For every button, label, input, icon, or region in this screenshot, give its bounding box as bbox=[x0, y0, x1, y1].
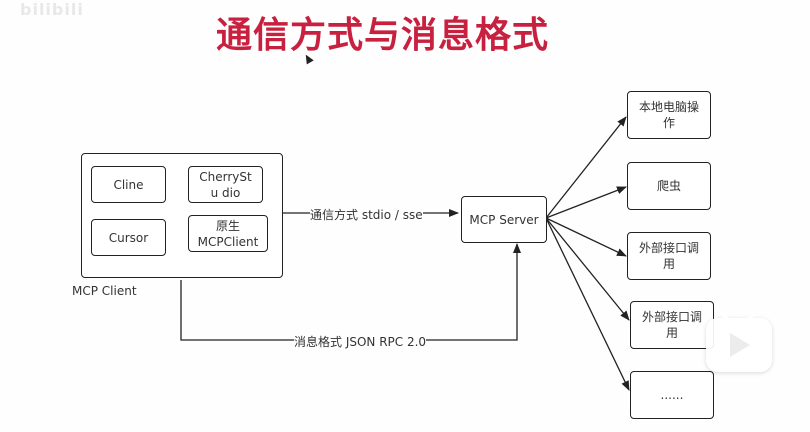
arrow-to-target-5 bbox=[545, 217, 630, 391]
client-cline-label: Cline bbox=[113, 177, 144, 192]
client-cherrystudio-label: CherryStu dio bbox=[199, 169, 252, 200]
client-cline: Cline bbox=[91, 166, 166, 203]
page-title: 通信方式与消息格式 bbox=[216, 15, 550, 56]
target-label: 本地电脑操作 bbox=[638, 100, 699, 130]
mcp-client-label: MCP Client bbox=[72, 284, 137, 298]
bilibili-play-icon[interactable] bbox=[706, 308, 772, 372]
target-label: 爬虫 bbox=[656, 179, 681, 193]
client-cursor: Cursor bbox=[91, 219, 166, 256]
bilibili-watermark: bilibili bbox=[20, 0, 84, 19]
arrow-to-target-4 bbox=[545, 217, 630, 321]
target-external-api-2: 外部接口调用 bbox=[630, 301, 714, 349]
message-format-label: 消息格式 JSON RPC 2.0 bbox=[294, 333, 427, 350]
target-label: ...... bbox=[660, 388, 684, 402]
mcp-server-box: MCP Server bbox=[461, 196, 547, 243]
play-triangle-icon bbox=[730, 333, 750, 357]
arrow-to-target-2 bbox=[545, 186, 627, 219]
client-native-label: 原生 MCPClient bbox=[197, 218, 259, 249]
transport-label: 通信方式 stdio / sse bbox=[310, 206, 423, 223]
target-more: ...... bbox=[630, 371, 714, 419]
client-cursor-label: Cursor bbox=[108, 230, 149, 245]
target-crawler: 爬虫 bbox=[627, 162, 711, 210]
arrow-to-target-1 bbox=[545, 116, 627, 219]
target-label: 外部接口调用 bbox=[638, 241, 699, 271]
client-native-mcpclient: 原生 MCPClient bbox=[188, 215, 268, 252]
target-external-api-1: 外部接口调用 bbox=[627, 232, 711, 280]
target-label: 外部接口调用 bbox=[641, 310, 702, 340]
target-local-computer: 本地电脑操作 bbox=[627, 91, 711, 139]
client-cherrystudio: CherryStu dio bbox=[188, 166, 263, 203]
mcp-server-label: MCP Server bbox=[469, 212, 539, 227]
arrow-to-target-3 bbox=[545, 217, 627, 257]
